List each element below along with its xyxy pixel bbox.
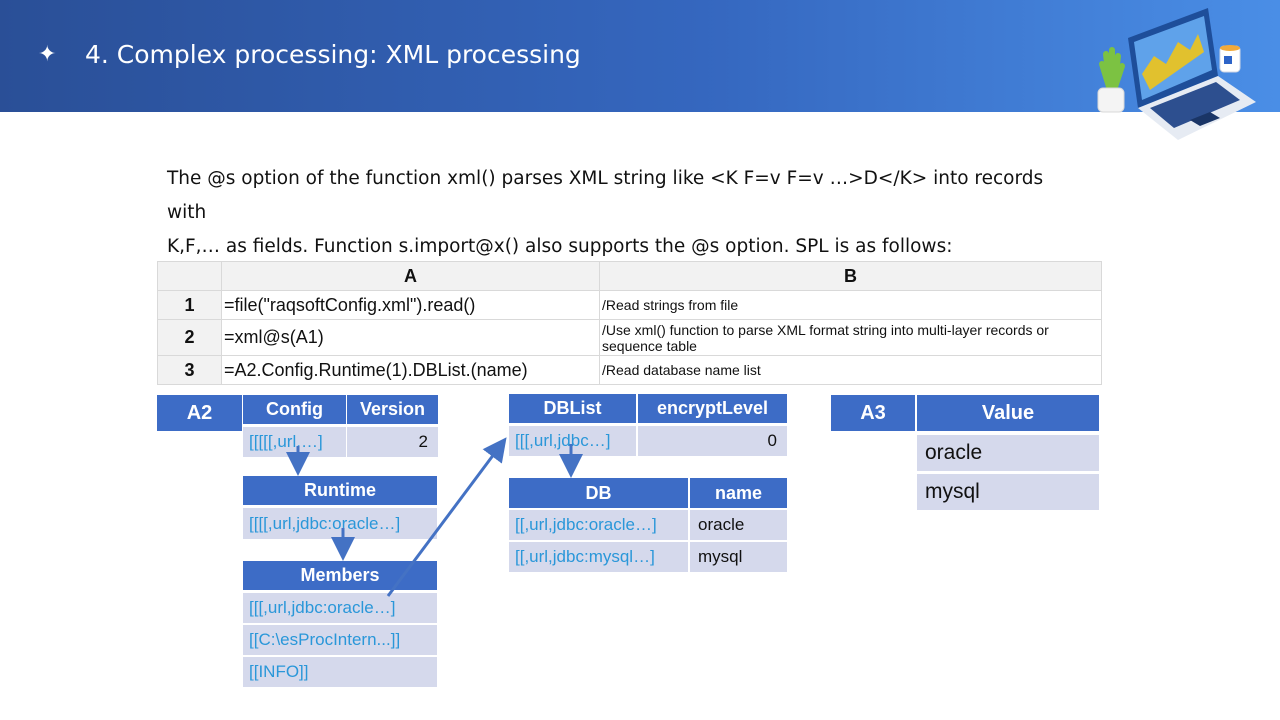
cell-b1[interactable]: /Read strings from file [599,290,1102,320]
db-row-1-name: oracle [690,510,787,540]
db-row-2-db[interactable]: [[,url,jdbc:mysql…] [509,542,688,572]
slide-title: 4. Complex processing: XML processing [85,40,581,69]
a3-label: A3 [831,395,915,431]
members-header: Members [243,561,437,590]
dblist-header: DBList [509,394,636,423]
sparkle-icon: ✦ [38,41,57,66]
a3-row-2: mysql [917,474,1099,510]
row-header-2[interactable]: 2 [157,319,222,356]
cell-a2[interactable]: =xml@s(A1) [221,319,600,356]
intro-paragraph: The @s option of the function xml() pars… [167,162,1087,264]
grid-corner-cell [157,261,222,291]
laptop-illustration-icon [1097,8,1256,140]
intro-line-2: K,F,… as fields. Function s.import@x() a… [167,236,953,257]
a2-version-header: Version [347,395,438,424]
a2-config-value[interactable]: [[[[[,url,…] [243,427,346,457]
row-header-3[interactable]: 3 [157,355,222,385]
members-row-1[interactable]: [[[,url,jdbc:oracle…] [243,593,437,623]
encrypt-level-header: encryptLevel [638,394,787,423]
a2-label: A2 [157,395,242,431]
intro-line-1: The @s option of the function xml() pars… [167,168,1044,223]
db-header: DB [509,478,688,508]
code-grid: A B 1 =file("raqsoftConfig.xml").read() … [157,261,1102,385]
runtime-value[interactable]: [[[[,url,jdbc:oracle…] [243,508,437,539]
members-row-3[interactable]: [[INFO]] [243,657,437,687]
column-header-b[interactable]: B [599,261,1102,291]
a3-value-header: Value [917,395,1099,431]
cell-a1[interactable]: =file("raqsoftConfig.xml").read() [221,290,600,320]
cell-b3[interactable]: /Read database name list [599,355,1102,385]
runtime-header: Runtime [243,476,437,505]
dblist-value[interactable]: [[[,url,jdbc…] [509,426,636,456]
slide-header: ✦ 4. Complex processing: XML processing [0,0,1280,112]
a2-version-value: 2 [347,427,438,457]
column-header-a[interactable]: A [221,261,600,291]
encrypt-level-value: 0 [638,426,787,456]
a2-config-header: Config [243,395,346,424]
cell-a3[interactable]: =A2.Config.Runtime(1).DBList.(name) [221,355,600,385]
db-row-1-db[interactable]: [[,url,jdbc:oracle…] [509,510,688,540]
a3-row-1: oracle [917,435,1099,471]
cell-b2[interactable]: /Use xml() function to parse XML format … [599,319,1102,356]
db-name-header: name [690,478,787,508]
members-row-2[interactable]: [[C:\esProcIntern...]] [243,625,437,655]
db-row-2-name: mysql [690,542,787,572]
row-header-1[interactable]: 1 [157,290,222,320]
